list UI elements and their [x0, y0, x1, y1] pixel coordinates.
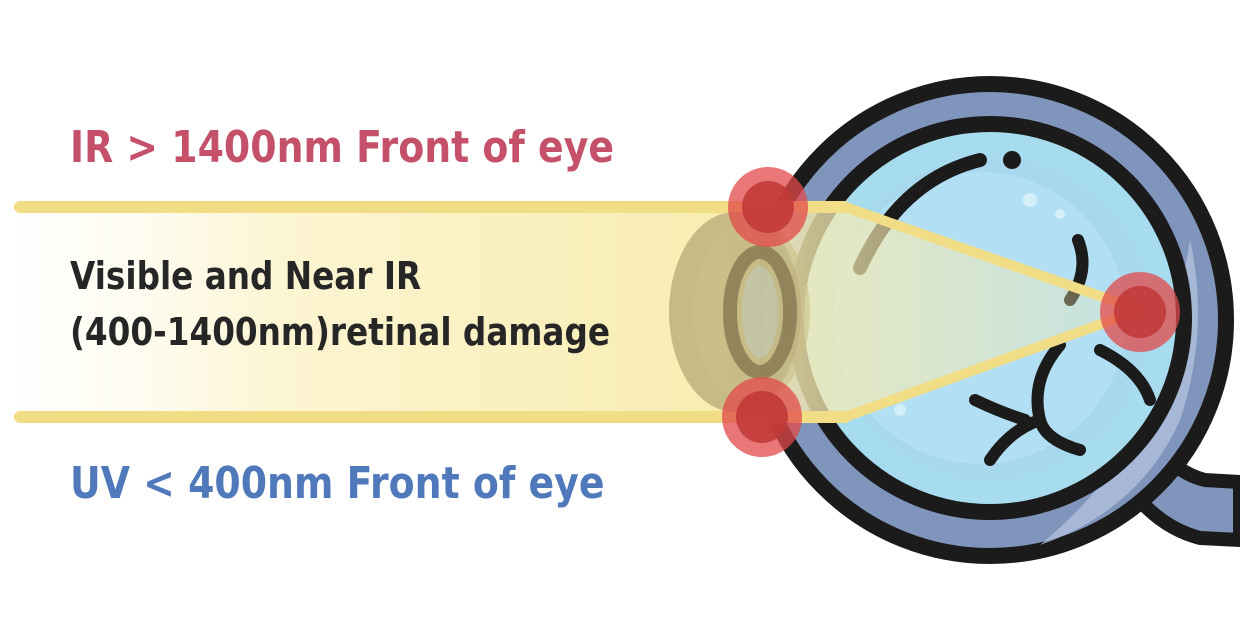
light-beam — [14, 201, 1145, 423]
lens-icon — [669, 212, 810, 412]
visible-near-ir-label: Visible and Near IR (400-1400nm)retinal … — [70, 248, 610, 360]
uv-label: UV < 400nm Front of eye — [70, 458, 605, 509]
damage-hotspot-icon — [722, 167, 1180, 457]
visible-label-line1: Visible and Near IR — [70, 254, 422, 298]
visible-label-line2: (400-1400nm)retinal damage — [70, 310, 611, 354]
ir-label: IR > 1400nm Front of eye — [70, 122, 615, 173]
